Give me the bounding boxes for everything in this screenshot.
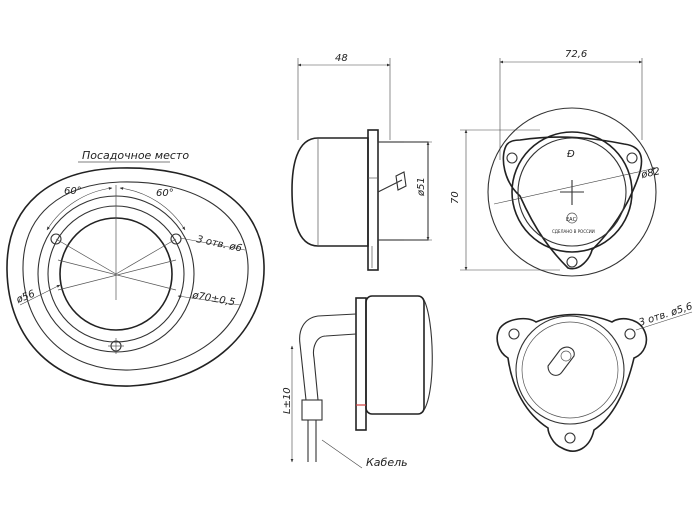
plug-tab (395, 171, 407, 191)
lamp-body (291, 137, 369, 247)
section-body (365, 295, 425, 415)
made-in-text: СДЕЛАНО В РОССИИ (552, 229, 595, 234)
back-hole-left (508, 328, 520, 340)
mounting-place-view: Посадочное место 60° 60° 3 отв. ø6 ø5 (6, 149, 265, 387)
angle-right-label: 60° (156, 188, 174, 199)
top-mark: Ð (567, 149, 575, 160)
length-label: 48 (335, 53, 348, 64)
side-view: 48 ø51 (291, 53, 432, 271)
dia-56-label: ø56 (14, 289, 37, 307)
eac-logo (566, 212, 578, 224)
section-view: L±10 Кабель (282, 295, 433, 469)
height-label: 70 (450, 191, 461, 204)
width-label: 72,6 (565, 49, 587, 60)
cable-length-label: L±10 (282, 387, 293, 414)
back-cap (515, 315, 625, 425)
lens (517, 137, 627, 247)
back-hole-bottom (564, 432, 576, 444)
cable-bend (299, 313, 357, 401)
dia-70-label: ø70±0,5 (190, 290, 235, 308)
back-view: 3 отв. ø5,6 (496, 301, 694, 452)
front-hole-right (626, 152, 638, 164)
dia-82-label: ø82 (639, 166, 661, 181)
front-view: 72,6 70 ø82 Ð ЕАС СДЕЛАНО В РОССИИ (450, 49, 661, 277)
back-flange (496, 313, 648, 452)
centerline-diag-2 (57, 259, 177, 291)
mount-hole-right (170, 233, 182, 245)
eac-logo-text: ЕАС (566, 217, 577, 223)
lens-rim (511, 131, 633, 253)
back-holes-note: 3 отв. ø5,6 (638, 301, 694, 329)
angle-arc-right (119, 186, 186, 231)
dia-51-label: ø51 (416, 177, 427, 197)
dia-82-leader (493, 167, 657, 205)
mounting-title: Посадочное место (82, 149, 189, 162)
flange (367, 129, 379, 271)
section-flange (355, 297, 367, 431)
mount-hole-left (50, 233, 62, 245)
mounting-inner-outline (22, 181, 249, 371)
mounting-outline (6, 167, 265, 387)
cable-sleeve (301, 399, 323, 421)
front-hole-bottom (566, 256, 578, 268)
plug-connector (547, 346, 575, 376)
angle-left-label: 60° (64, 186, 82, 197)
triangular-flange (502, 136, 643, 270)
outer-disc (487, 107, 657, 277)
cable-label: Кабель (366, 456, 408, 469)
angle-arc-left (46, 186, 113, 231)
back-hole-right (624, 328, 636, 340)
holes-note: 3 отв. ø6 (195, 234, 242, 254)
cable-leader (321, 439, 363, 469)
front-hole-left (506, 152, 518, 164)
